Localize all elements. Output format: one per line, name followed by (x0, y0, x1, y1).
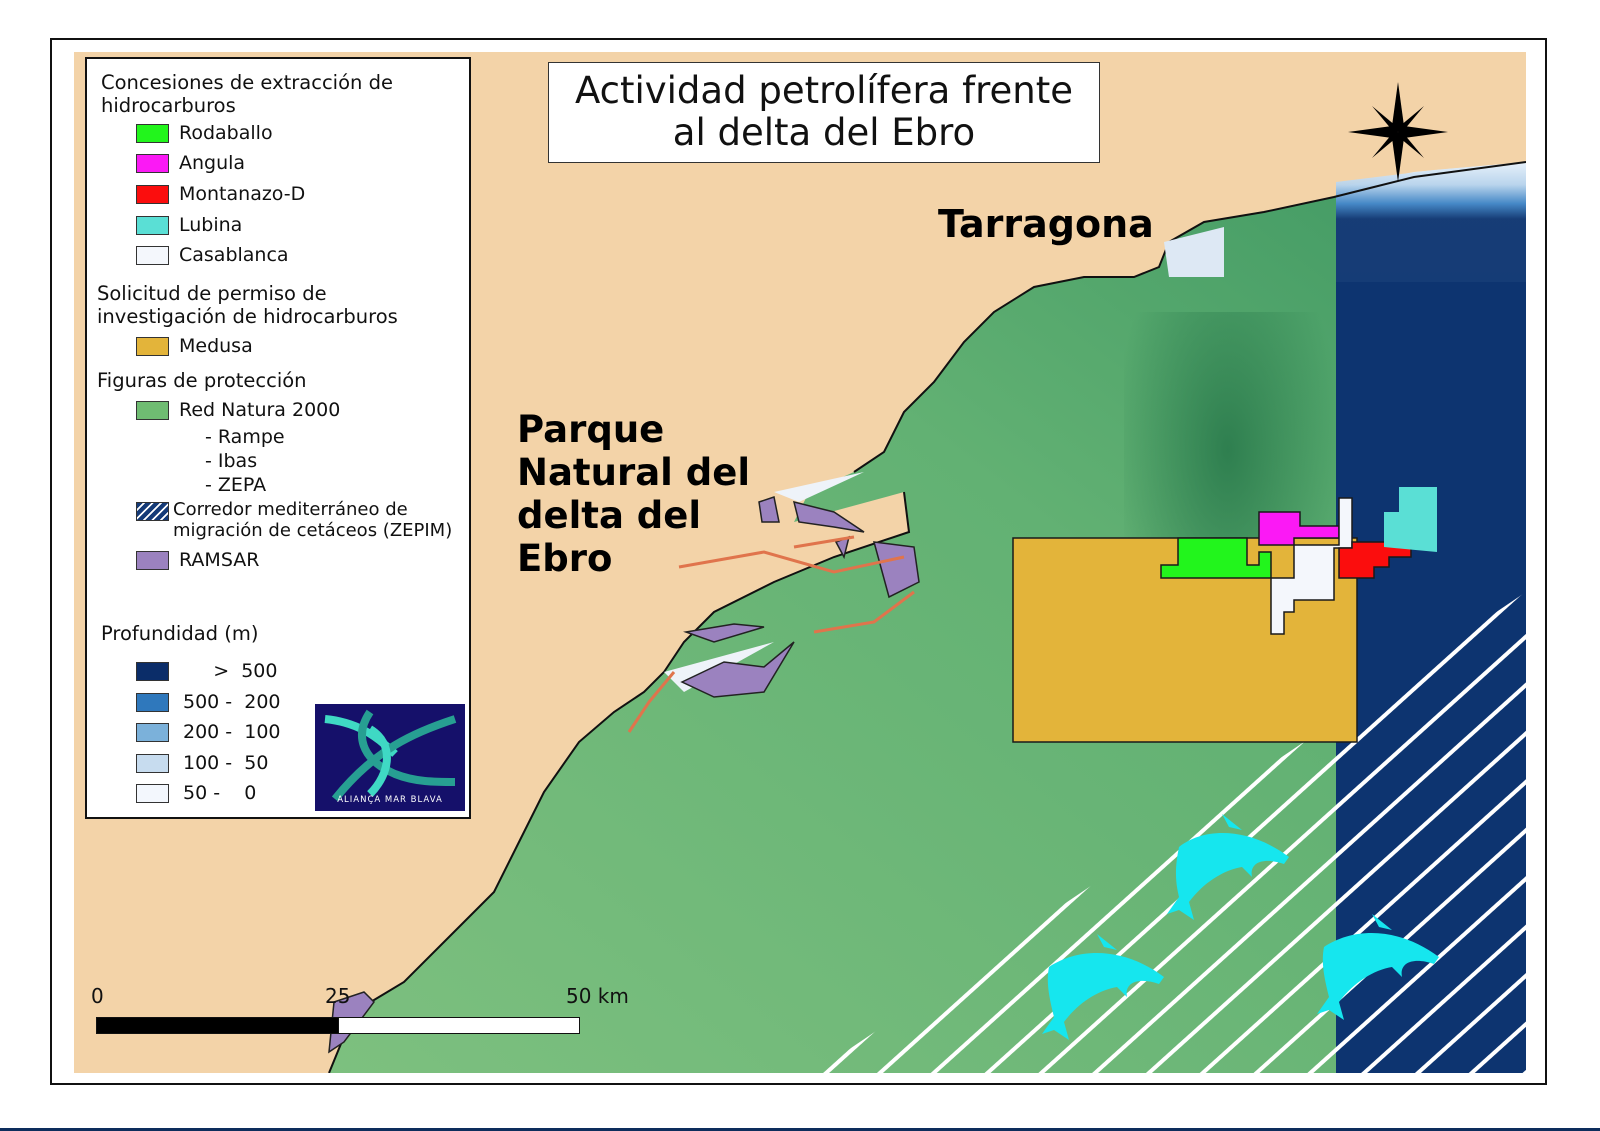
zepim-label: Corredor mediterráneo de migración de ce… (173, 499, 452, 541)
map-base-layers (328, 82, 1526, 1073)
legend-item-angula: Angula (136, 152, 245, 174)
swatch-medusa (136, 336, 169, 356)
delta-label-line: Ebro (517, 537, 613, 580)
logo-text: ALIANÇA MAR BLAVA (337, 795, 443, 805)
swatch-depth (136, 722, 169, 742)
legend-depth-item: 200 - 100 (136, 721, 281, 743)
legend-panel: Concesiones de extracción de hidrocarbur… (85, 57, 471, 819)
legend-item-red-natura: Red Natura 2000 (136, 399, 340, 421)
label-delta-del-ebro: Parque Natural del delta del Ebro (517, 408, 750, 580)
scale-label-0: 0 (91, 984, 104, 1008)
natura-sub-zepa: - ZEPA (205, 474, 267, 496)
montanazo-d-area (1338, 541, 1412, 579)
delta-channels (627, 535, 915, 733)
label-tarragona: Tarragona (938, 202, 1154, 246)
legend-natura-subitems: - Rampe - Ibas - ZEPA (205, 425, 285, 497)
scale-bar-black (96, 1017, 340, 1034)
legend-item-medusa: Medusa (136, 335, 253, 357)
swatch-casablanca (136, 245, 169, 265)
dolphin-icon (1042, 934, 1164, 1040)
scale-bar-white (338, 1017, 580, 1034)
bottom-bar (0, 1128, 1600, 1131)
legend-depth-item: 50 - 0 (136, 782, 256, 804)
coastline (328, 161, 1526, 1073)
heading-line: investigación de hidrocarburos (97, 305, 398, 328)
map-title: Actividad petrolífera frente al delta de… (548, 62, 1100, 163)
legend-item-lubina: Lubina (136, 214, 242, 236)
legend-item-ramsar: RAMSAR (136, 549, 259, 571)
scale-label-25: 25 (325, 984, 351, 1008)
swatch-angula (136, 153, 169, 173)
compass-rose-icon (1348, 82, 1448, 182)
legend-depth-item: 500 - 200 (136, 691, 281, 713)
legend-label: Medusa (179, 335, 253, 357)
depth-label: 100 - 50 (183, 752, 269, 774)
map-canvas: Actividad petrolífera frente al delta de… (74, 52, 1526, 1073)
dolphin-icon (1167, 814, 1289, 920)
heading-line: Solicitud de permiso de (97, 282, 327, 305)
depth-label: 50 - 0 (183, 782, 257, 804)
swatch-lubina (136, 215, 169, 235)
logo-icon (324, 709, 457, 802)
delta-label-line: Parque (517, 408, 665, 451)
legend-label: RAMSAR (179, 549, 260, 571)
depth-label: 500 - 200 (183, 691, 281, 713)
swatch-zepim-hatch (136, 502, 169, 521)
legend-depth-item: > 500 (136, 660, 277, 682)
legend-label: Red Natura 2000 (179, 399, 341, 421)
swatch-rodaballo (136, 123, 169, 143)
delta-label-line: Natural del (517, 451, 751, 494)
scale-label-50: 50 km (566, 984, 629, 1008)
swatch-montanazo-d (136, 184, 169, 204)
legend-item-zepim: Corredor mediterráneo de migración de ce… (136, 499, 452, 541)
swatch-ramsar (136, 550, 169, 570)
depth-label: > 500 (183, 660, 278, 682)
legend-item-montanazo-d: Montanazo-D (136, 183, 305, 205)
heading-line: hidrocarburos (101, 94, 236, 117)
legend-depth-item: 100 - 50 (136, 752, 268, 774)
legend-heading-concessions: Concesiones de extracción de hidrocarbur… (101, 71, 393, 117)
legend-heading-depth: Profundidad (m) (101, 622, 259, 645)
swatch-depth (136, 753, 169, 773)
title-line-2: al delta del Ebro (672, 111, 976, 154)
legend-heading-permit: Solicitud de permiso de investigación de… (97, 282, 398, 328)
swatch-red-natura (136, 400, 169, 420)
depth-label: 200 - 100 (183, 721, 281, 743)
swatch-depth (136, 692, 169, 712)
swatch-depth (136, 783, 169, 803)
legend-item-casablanca: Casablanca (136, 244, 289, 266)
legend-label: Rodaballo (179, 122, 273, 144)
legend-label: Lubina (179, 214, 243, 236)
zepim-label-line: Corredor mediterráneo de (173, 499, 408, 520)
dolphin-icons (1042, 814, 1439, 1040)
legend-label: Casablanca (179, 244, 289, 266)
legend-heading-protection: Figuras de protección (97, 369, 307, 392)
lubina-area (1384, 487, 1437, 552)
rodaballo-area (1160, 537, 1272, 579)
legend-label: Montanazo-D (179, 183, 306, 205)
natura-sub-rampe: - Rampe (205, 426, 285, 448)
natura-sub-ibas: - Ibas (205, 450, 258, 472)
swatch-depth (136, 661, 169, 681)
alianca-mar-blava-logo: ALIANÇA MAR BLAVA (315, 704, 465, 811)
heading-line: Concesiones de extracción de (101, 71, 393, 94)
delta-label-line: delta del (517, 494, 702, 537)
legend-label: Angula (179, 152, 246, 174)
dolphin-icon (1317, 914, 1439, 1020)
title-line-1: Actividad petrolífera frente (574, 69, 1074, 112)
legend-item-rodaballo: Rodaballo (136, 122, 273, 144)
zepim-label-line: migración de cetáceos (ZEPIM) (173, 520, 453, 541)
